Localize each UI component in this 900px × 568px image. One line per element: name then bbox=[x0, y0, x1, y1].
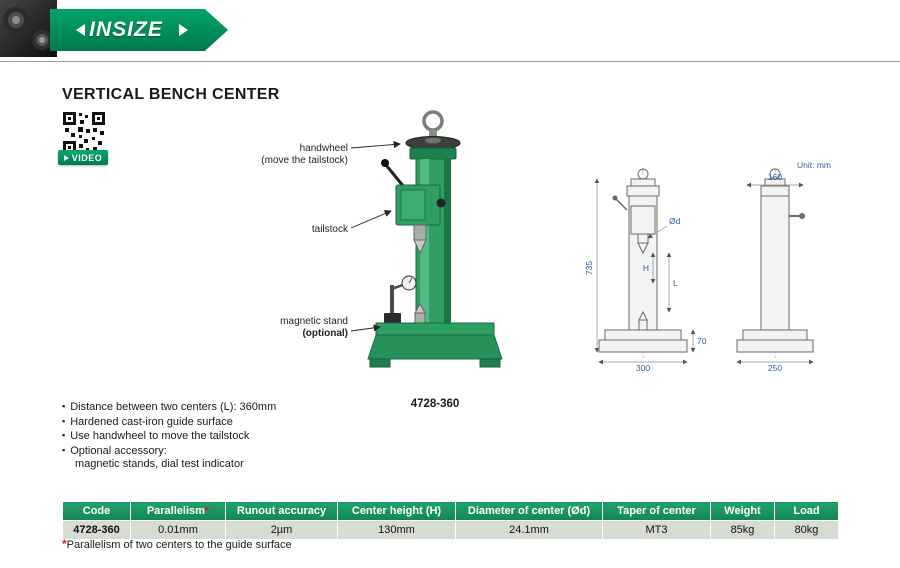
table-row: 4728-360 0.01mm 2µm 130mm 24.1mm MT3 85k… bbox=[62, 520, 839, 540]
spec-table: Code Parallelism* Runout accuracy Center… bbox=[62, 501, 839, 540]
page-title: VERTICAL BENCH CENTER bbox=[62, 86, 280, 103]
model-number: 4728-360 bbox=[410, 398, 460, 410]
col-header-load: Load bbox=[774, 501, 839, 521]
dim-base-height: 70 bbox=[697, 336, 707, 346]
dim-top-width: 160 bbox=[768, 172, 782, 182]
qr-code bbox=[62, 111, 106, 155]
video-label: VIDEO bbox=[71, 152, 103, 163]
brand-arrow-right-icon bbox=[178, 24, 188, 36]
feature-subitem: magnetic stands, dial test indicator bbox=[75, 458, 244, 470]
callout-magnetic-optional: (optional) bbox=[302, 328, 348, 339]
unit-label: Unit: mm bbox=[797, 160, 831, 170]
col-header-weight: Weight bbox=[710, 501, 775, 521]
brand-banner: INSIZE bbox=[50, 9, 228, 51]
callout-handwheel-note: (move the tailstock) bbox=[261, 155, 348, 166]
cell-center-height: 130mm bbox=[337, 520, 456, 540]
cell-weight: 85kg bbox=[710, 520, 775, 540]
play-icon bbox=[63, 154, 69, 161]
cell-taper: MT3 bbox=[602, 520, 711, 540]
video-badge[interactable]: VIDEO bbox=[58, 150, 108, 165]
cell-diameter: 24.1mm bbox=[455, 520, 603, 540]
col-header-code: Code bbox=[62, 501, 131, 521]
footnote-asterisk: * bbox=[62, 537, 67, 551]
dim-distance-L: L bbox=[673, 278, 678, 288]
callout-handwheel: handwheel bbox=[300, 143, 348, 154]
col-header-parallelism: Parallelism* bbox=[130, 501, 226, 521]
col-header-taper: Taper of center bbox=[602, 501, 711, 521]
callout-magnetic-stand: magnetic stand bbox=[280, 316, 348, 327]
cell-parallelism: 0.01mm bbox=[130, 520, 226, 540]
brand-arrow-left-icon bbox=[76, 24, 86, 36]
footnote: *Parallelism of two centers to the guide… bbox=[62, 537, 292, 551]
parallelism-asterisk: * bbox=[204, 505, 210, 517]
dim-total-height: 735 bbox=[585, 261, 594, 275]
header-divider bbox=[0, 61, 900, 62]
front-view-dimensions: 735 300 70 H L Ød bbox=[585, 178, 707, 373]
table-header-row: Code Parallelism* Runout accuracy Center… bbox=[62, 501, 839, 521]
cell-code: 4728-360 bbox=[62, 520, 131, 540]
footnote-text: Parallelism of two centers to the guide … bbox=[66, 539, 292, 551]
callout-tailstock: tailstock bbox=[312, 224, 349, 235]
dim-base-width: 300 bbox=[636, 363, 650, 373]
col-header-runout: Runout accuracy bbox=[225, 501, 338, 521]
feature-item: Use handwheel to move the tailstock bbox=[62, 429, 276, 444]
callout-leader-lines bbox=[350, 140, 401, 332]
cell-runout: 2µm bbox=[225, 520, 338, 540]
dim-center-height-H: H bbox=[643, 263, 649, 273]
side-view-dimensions: 160 250 Unit: mm bbox=[736, 160, 831, 373]
machinery-photo bbox=[0, 0, 57, 57]
feature-item: Optional accessory: bbox=[62, 444, 276, 459]
col-header-diameter: Diameter of center (Ød) bbox=[455, 501, 603, 521]
dim-diameter-Od: Ød bbox=[669, 216, 681, 226]
cell-load: 80kg bbox=[774, 520, 839, 540]
product-illustration: handwheel (move the tailstock) tailstock… bbox=[261, 110, 503, 368]
feature-item: Distance between two centers (L): 360mm bbox=[62, 400, 276, 415]
side-view-drawing bbox=[736, 168, 814, 358]
brand-logo: INSIZE bbox=[89, 18, 163, 41]
technical-drawings: 735 300 70 H L Ød 160 250 bbox=[585, 160, 831, 373]
feature-item: Hardened cast-iron guide surface bbox=[62, 415, 276, 430]
dim-side-base-width: 250 bbox=[768, 363, 782, 373]
machine-illustration bbox=[367, 110, 503, 368]
feature-list: Distance between two centers (L): 360mm … bbox=[62, 400, 276, 472]
col-header-center-height: Center height (H) bbox=[337, 501, 456, 521]
